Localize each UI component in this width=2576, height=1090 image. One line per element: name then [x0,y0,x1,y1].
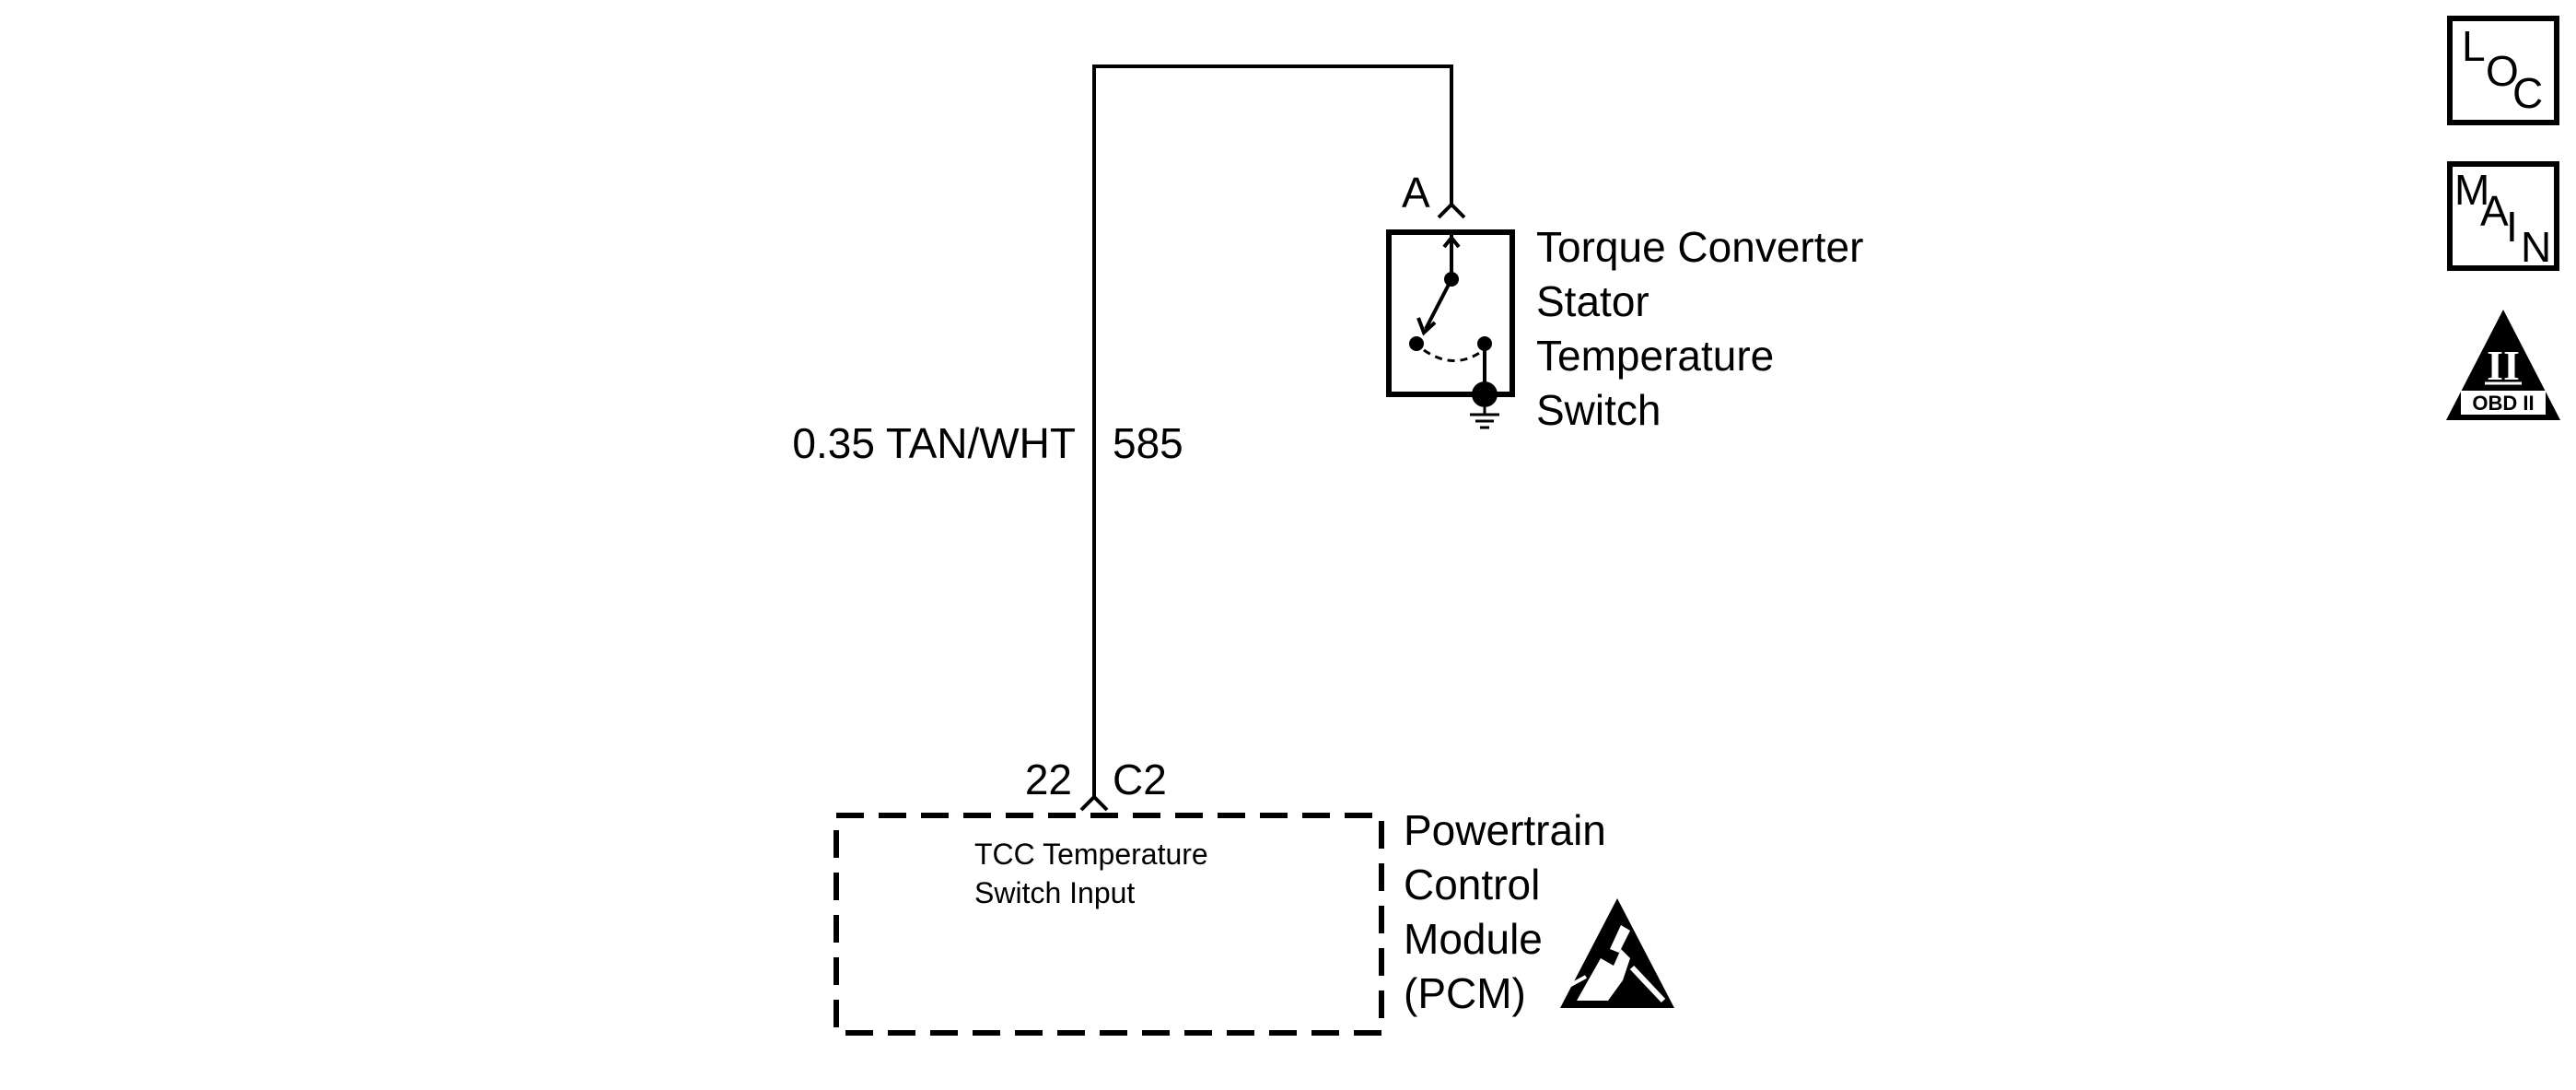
pcm-input-label: TCC Temperature Switch Input [974,838,1208,909]
ground-icon [1470,381,1499,429]
pcm-name-line: Module [1404,915,1543,963]
loc-button[interactable]: L O C [2447,16,2559,125]
obd-ii-label: OBD II [2472,392,2534,415]
main-button[interactable]: M A I N [2447,161,2559,271]
switch-connector-pin-label: A [1402,169,1430,217]
circuit-585-wire [1092,64,1453,797]
loc-button-letter: C [2512,69,2543,117]
main-button-letter: N [2521,223,2551,271]
pcm-connector-symbol [1079,794,1109,812]
component-name-line: Stator [1536,277,1649,325]
main-button-letter: A [2480,187,2509,235]
pcm-connector-pin-label: 22 [1025,756,1072,803]
loc-button-letter: O [2486,47,2519,95]
pcm-name-line: Control [1404,861,1540,908]
electrostatic-discharge-warning-icon [1560,898,1674,1008]
obd-ii-numeral: II [2487,342,2520,389]
pcm-input-label-line: TCC Temperature [974,838,1208,871]
main-button-letter: I [2506,203,2518,251]
wire-circuit-number-label: 585 [1113,419,1183,467]
main-button-letter: M [2454,166,2489,214]
wire-gauge-color-label: 0.35 TAN/WHT [792,419,1076,467]
component-name-line: Switch [1536,386,1661,434]
component-name-line: Temperature [1536,332,1774,380]
component-name-line: Torque Converter [1536,223,1863,271]
switch-connector-symbol [1437,202,1466,219]
pcm-module-box [833,813,1384,1036]
obd-ii-button[interactable]: II OBD II [2446,310,2560,420]
pcm-name-line: Powertrain [1404,806,1606,854]
component-name: Torque Converter Stator Temperature Swit… [1536,223,1863,434]
pcm-name-line: (PCM) [1404,969,1526,1017]
pcm-connector-id-label: C2 [1113,756,1167,803]
pcm-name: Powertrain Control Module (PCM) [1404,806,1606,1017]
pcm-input-label-line: Switch Input [974,876,1135,909]
switch-contact-symbol [1409,232,1492,394]
loc-button-letter: L [2462,22,2486,70]
